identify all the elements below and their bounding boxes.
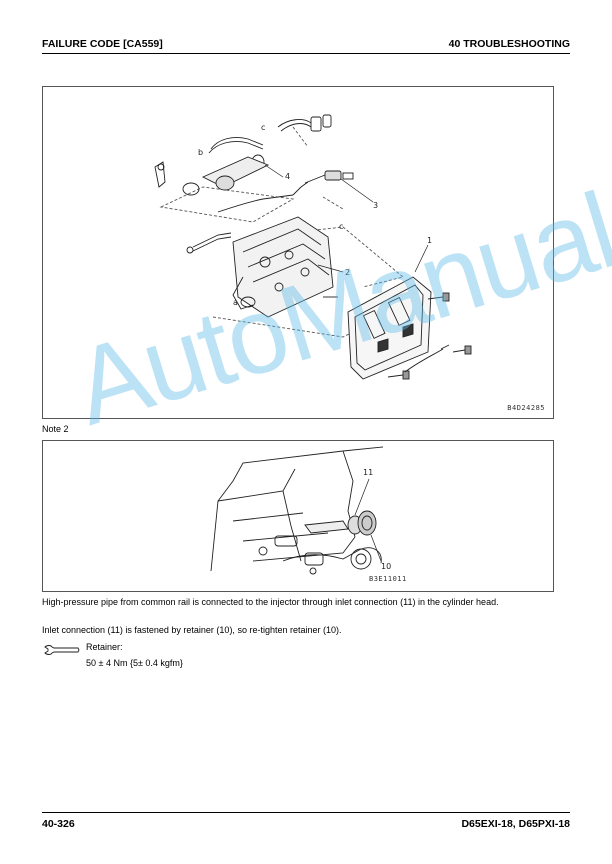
spec-label: Retainer: [86,642,123,652]
leader-1 [414,244,429,273]
callout-b: b [198,148,203,157]
figure-inlet-connection: 11 10 B3E11011 [42,440,554,592]
callout-4: 4 [285,172,290,181]
leader-3 [340,178,374,203]
leader-10 [370,534,382,562]
footer-rule [42,812,570,813]
wrench-icon [44,645,80,655]
inlet-connection-drawing: 11 10 [210,446,391,575]
figure-exploded-assembly: 1 2 3 4 b c c a B4D24285 [42,86,554,419]
callout-c-top: c [261,123,265,132]
callout-a: a [233,298,238,307]
callout-1: 1 [427,236,432,245]
torque-spec: Retainer: 50 ± 4 Nm {5± 0.4 kgfm} [42,642,342,678]
header-section-title: FAILURE CODE [CA559] [42,38,163,50]
header-chapter-title: 40 TROUBLESHOOTING [448,38,570,50]
callout-2: 2 [345,268,350,277]
header-rule [42,53,570,54]
figure-id: B3E11011 [369,575,407,583]
spec-value: 50 ± 4 Nm {5± 0.4 kgfm} [86,658,183,668]
exploded-diagram-drawing: 1 2 3 4 b c c a [154,114,472,380]
leader-11 [354,478,370,516]
leader-4 [264,164,284,178]
paragraph-inlet-connection: Inlet connection (11) is fastened by ret… [42,625,342,635]
callout-11: 11 [363,468,373,477]
leader-2 [317,264,344,273]
model-code: D65EXI-18, D65PXI-18 [461,818,570,830]
callout-10: 10 [381,562,391,571]
callout-3: 3 [373,201,378,210]
figure-id: B4D24285 [507,404,545,412]
paragraph-high-pressure-pipe: High-pressure pipe from common rail is c… [42,597,499,607]
callout-c-mid: c [339,222,343,231]
page-number: 40-326 [42,818,75,830]
note-label: Note 2 [42,424,69,434]
